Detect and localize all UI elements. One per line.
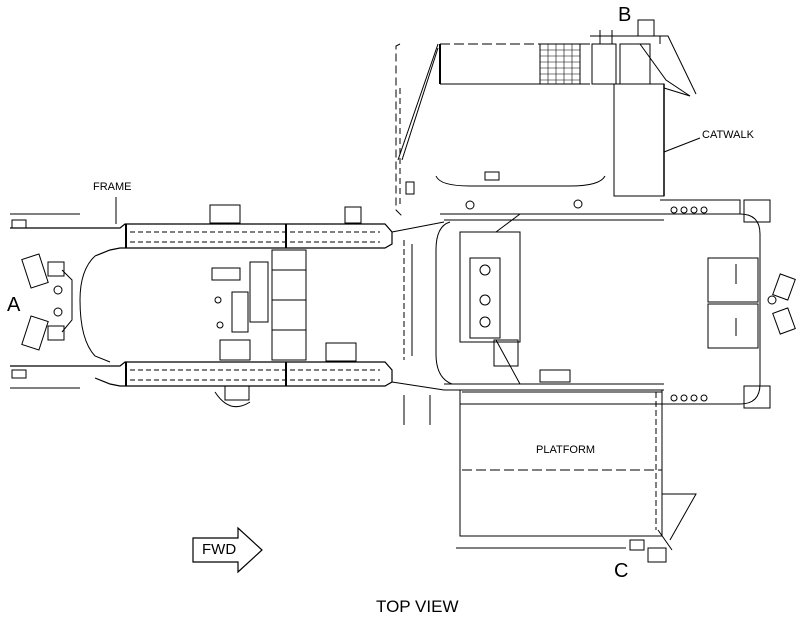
- bolt-row-top: [670, 206, 708, 214]
- label-c: C: [614, 560, 629, 582]
- bolt-row-bottom: [670, 394, 708, 402]
- label-frame: FRAME: [93, 181, 132, 193]
- label-catwalk: CATWALK: [702, 129, 754, 141]
- fwd-arrow-icon: [192, 526, 263, 574]
- label-a: A: [7, 294, 21, 316]
- frame-connection: [391, 221, 445, 425]
- center-equipment: [211, 249, 357, 362]
- label-b: B: [618, 4, 632, 26]
- label-fwd: FWD: [202, 541, 237, 558]
- catwalk: [590, 19, 701, 197]
- cab-deck: [395, 43, 606, 217]
- view-title: TOP VIEW: [376, 597, 459, 616]
- label-platform: PLATFORM: [536, 444, 596, 456]
- frame-assembly: [10, 204, 393, 408]
- engine-section: [435, 199, 796, 409]
- platform: [456, 390, 697, 563]
